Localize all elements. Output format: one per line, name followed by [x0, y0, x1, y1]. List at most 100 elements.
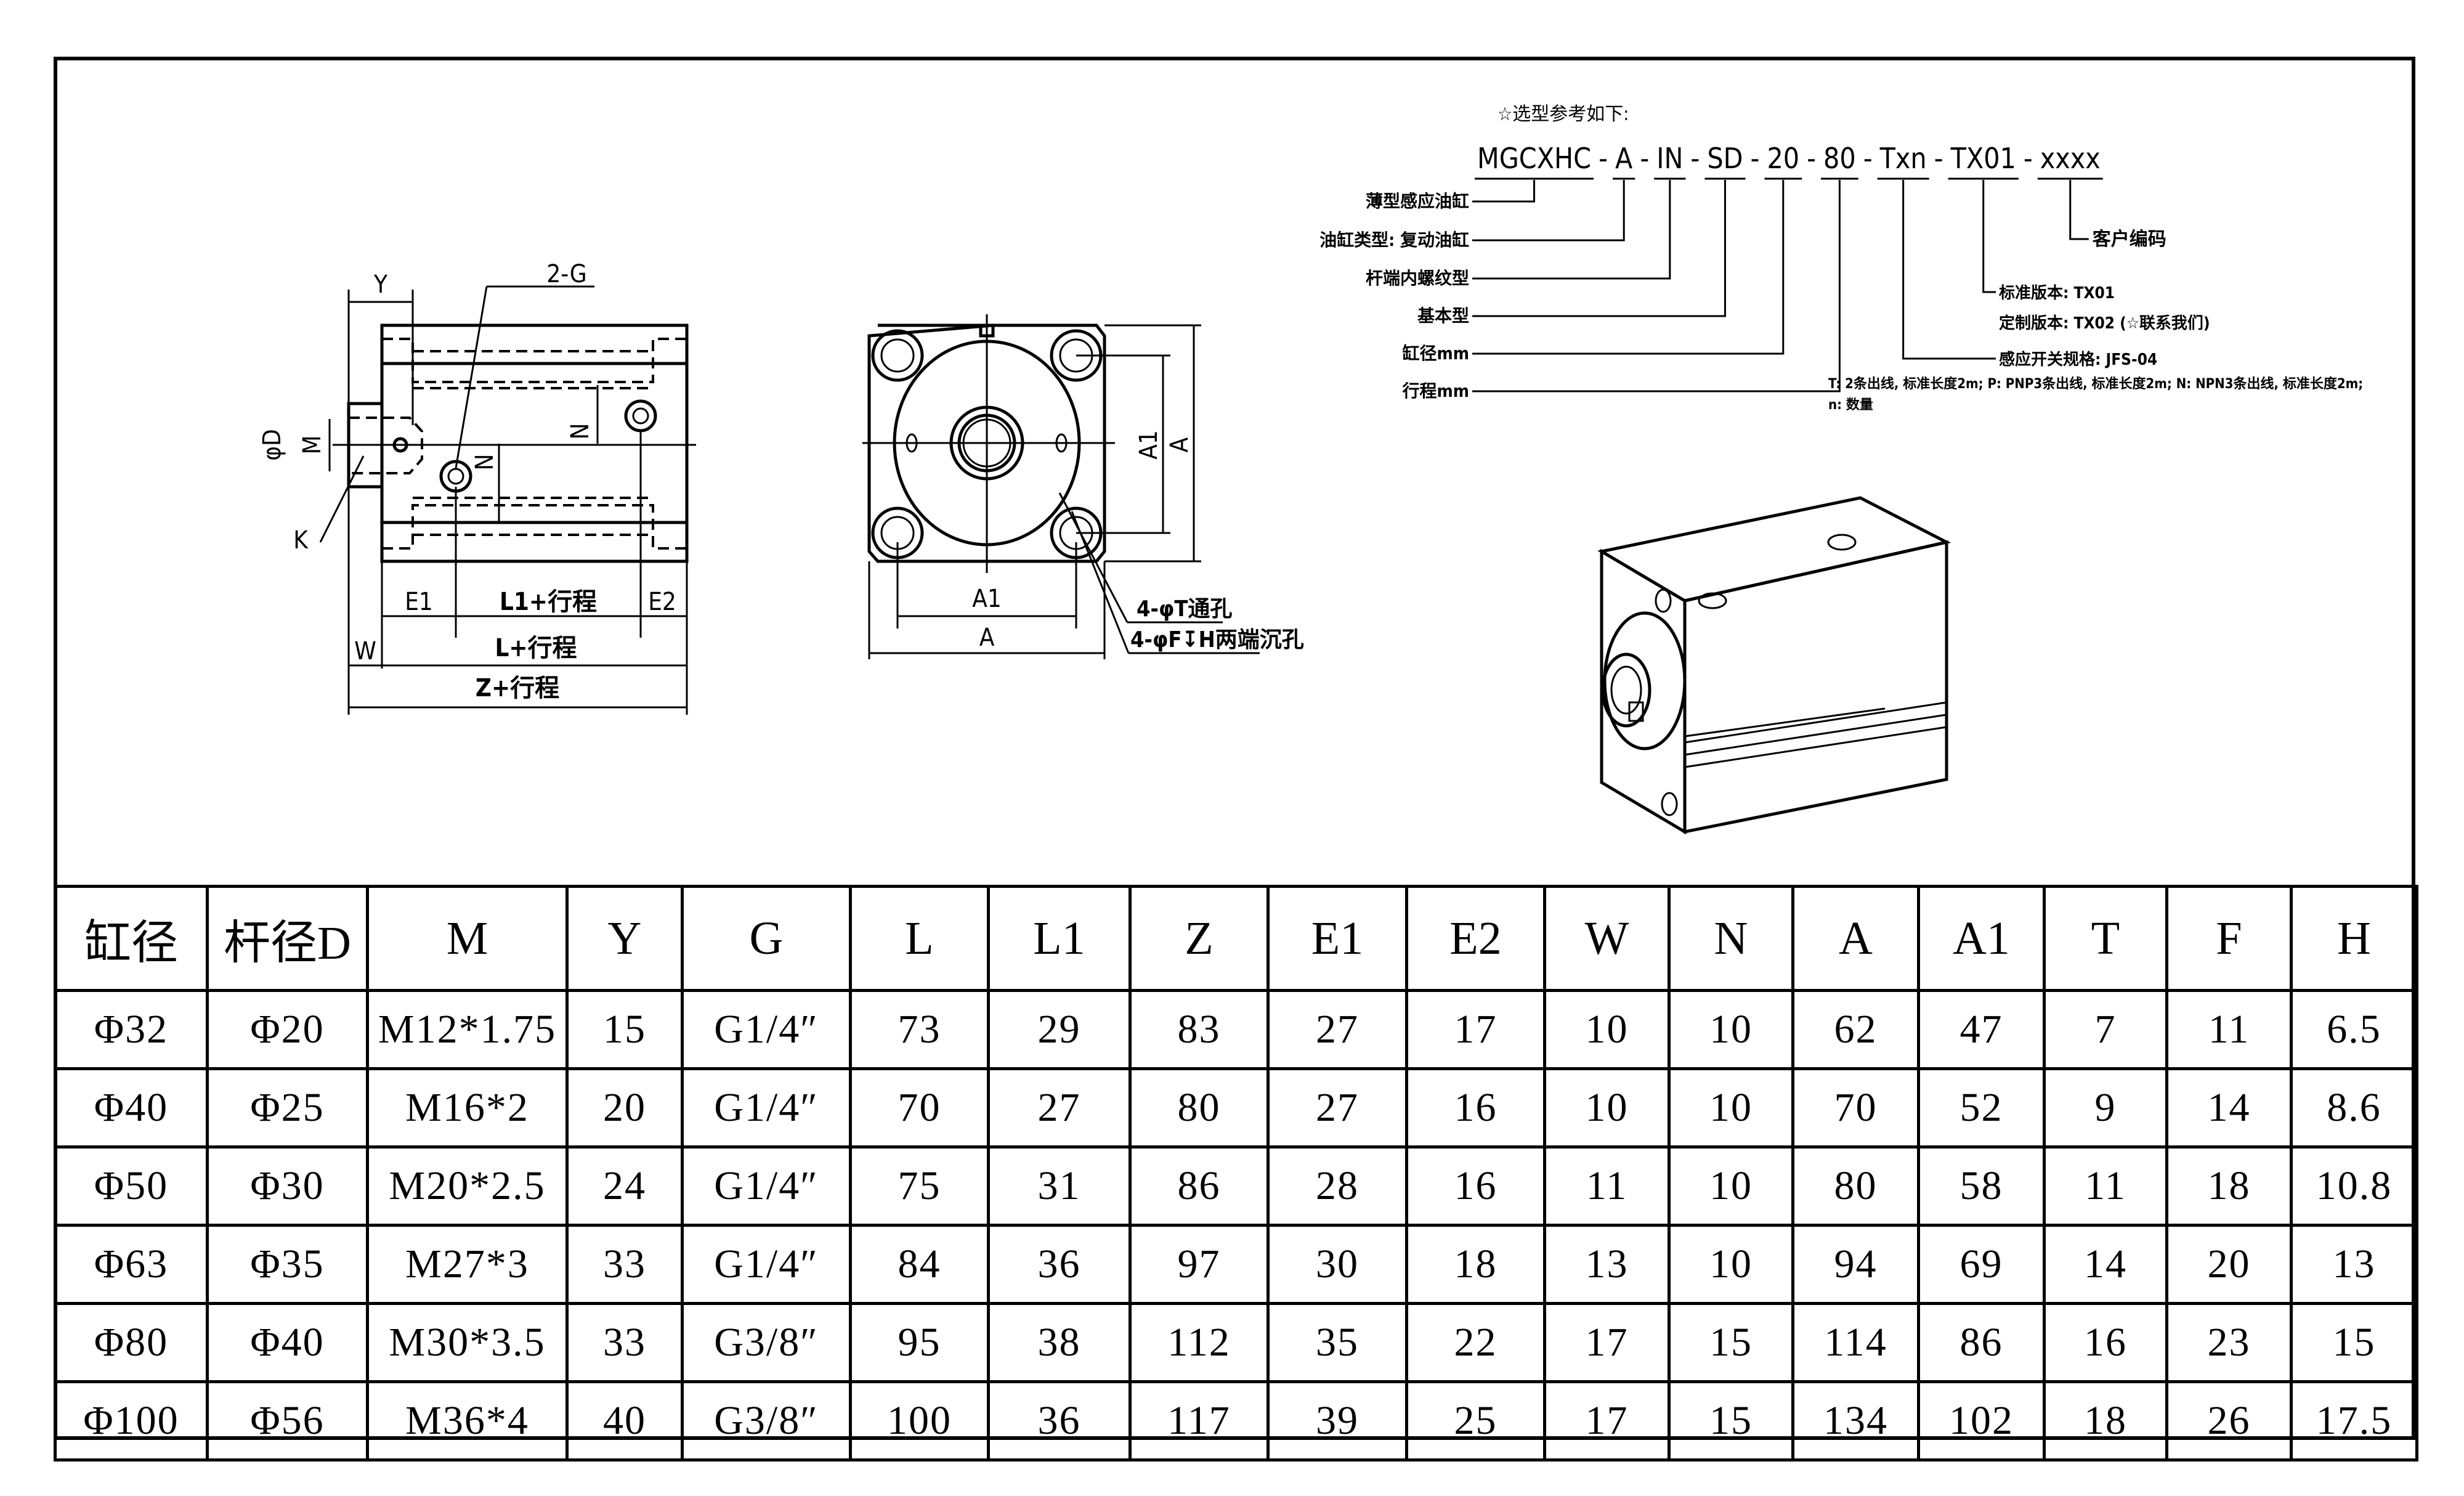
table-cell: 58	[1917, 1145, 2046, 1227]
table-cell: M30*3.5	[366, 1302, 569, 1383]
table-cell: G1/4″	[681, 1067, 852, 1148]
table-cell: 70	[1791, 1067, 1920, 1148]
table-cell: 18	[1405, 1224, 1546, 1305]
dim-y-label: Y	[373, 270, 388, 299]
table-cell: 100	[849, 1380, 990, 1461]
dim-l1-label: L1+行程	[500, 588, 597, 616]
standard-version-label: 标准版本: TX01	[1999, 284, 2115, 303]
table-cell: Φ40	[54, 1067, 209, 1148]
table-cell: 70	[849, 1067, 990, 1148]
table-cell: 27	[987, 1067, 1132, 1148]
column-header: L1	[987, 885, 1132, 992]
table-cell: 10	[1543, 989, 1671, 1070]
table-cell: 112	[1129, 1302, 1270, 1383]
table-cell: 14	[2043, 1224, 2168, 1305]
table-cell: 27	[1266, 1067, 1408, 1148]
table-cell: 8.6	[2290, 1067, 2418, 1148]
table-cell: 11	[2043, 1145, 2168, 1227]
port-g-2	[632, 407, 649, 425]
code-separator: -	[1640, 142, 1649, 175]
dim-m-label: M	[298, 435, 326, 454]
table-cell: 17	[1543, 1302, 1671, 1383]
table-cell: 18	[2043, 1380, 2168, 1461]
table-cell: Φ35	[206, 1224, 369, 1305]
code-segment: IN	[1656, 142, 1683, 175]
table-cell: G1/4″	[681, 1224, 852, 1305]
table-cell: 11	[2165, 989, 2293, 1070]
table-cell: 86	[1129, 1145, 1270, 1227]
table-cell: Φ40	[206, 1302, 369, 1383]
leader-line	[1472, 180, 1785, 355]
code-separator: -	[1863, 142, 1873, 175]
through-hole-label: 4-φT通孔	[1137, 596, 1232, 622]
table-cell: 18	[2165, 1145, 2293, 1227]
code-segment: A	[1615, 142, 1632, 175]
table-cell: 10	[1668, 1224, 1794, 1305]
table-cell: 16	[1405, 1145, 1546, 1227]
leader-line	[1902, 180, 1996, 360]
table-cell: Φ100	[54, 1380, 209, 1461]
table-cell: 24	[565, 1145, 684, 1227]
isometric-view	[1597, 496, 1951, 835]
table-cell: 38	[987, 1302, 1132, 1383]
table-cell: 11	[1543, 1145, 1671, 1227]
column-header: L	[849, 885, 990, 992]
table-cell: M16*2	[366, 1067, 569, 1148]
table-cell: 10	[1543, 1067, 1671, 1148]
switch-spec-label: 感应开关规格: JFS-04	[1999, 350, 2157, 369]
table-cell: Φ50	[54, 1145, 209, 1227]
table-cell: 7	[2043, 989, 2168, 1070]
code-segment: MGCXHC	[1477, 142, 1591, 175]
dim-2g-label: 2-G	[546, 260, 586, 288]
column-header: T	[2043, 885, 2168, 992]
switch-note-line-1: T: 2条出线, 标准长度2m; P: PNP3条出线, 标准长度2m; N: …	[1828, 376, 2363, 392]
switch-note-line-2: n: 数量	[1828, 397, 1873, 413]
table-cell: 73	[849, 989, 990, 1070]
table-cell: 10	[1668, 989, 1794, 1070]
table-cell: 80	[1129, 1067, 1270, 1148]
code-field-label: 杆端内螺纹型	[1366, 268, 1469, 288]
column-header: H	[2290, 885, 2418, 992]
code-segment: TX01	[1950, 142, 2016, 175]
table-cell: 10.8	[2290, 1145, 2418, 1227]
table-cell: G3/8″	[681, 1302, 852, 1383]
port-g-1	[447, 468, 464, 485]
table-cell: 9	[2043, 1067, 2168, 1148]
table-cell: G1/4″	[681, 989, 852, 1070]
table-cell: Φ63	[54, 1224, 209, 1305]
column-header: E2	[1405, 885, 1546, 992]
table-cell: 15	[2290, 1302, 2418, 1383]
code-separator: -	[1599, 142, 1608, 175]
table-cell: 29	[987, 989, 1132, 1070]
front-view: A1 A A1 A 4-φT通孔 4-φF↧H两端沉孔	[862, 314, 1304, 659]
column-header: E1	[1266, 885, 1408, 992]
dim-n-label-2: N	[471, 454, 499, 471]
table-cell: 13	[1543, 1224, 1671, 1305]
custom-version-label: 定制版本: TX02 (☆联系我们)	[1999, 314, 2210, 333]
leader-line	[1472, 180, 1726, 317]
table-cell: 20	[565, 1067, 684, 1148]
table-cell: 36	[987, 1224, 1132, 1305]
table-cell: M12*1.75	[366, 989, 569, 1070]
code-field-label: 薄型感应油缸	[1366, 191, 1469, 211]
column-header: 杆径D	[206, 885, 369, 992]
table-cell: 83	[1129, 989, 1270, 1070]
table-cell: Φ80	[54, 1302, 209, 1383]
leader-line	[1472, 180, 1536, 203]
leader-line	[1472, 180, 1671, 280]
column-header: G	[681, 885, 852, 992]
table-cell: 95	[849, 1302, 990, 1383]
code-field-label: 油缸类型: 复动油缸	[1319, 230, 1469, 250]
code-field-label: 基本型	[1417, 306, 1469, 326]
column-header: N	[1668, 885, 1794, 992]
dim-a1-vertical: A1	[1135, 430, 1163, 460]
table-cell: Φ25	[206, 1067, 369, 1148]
